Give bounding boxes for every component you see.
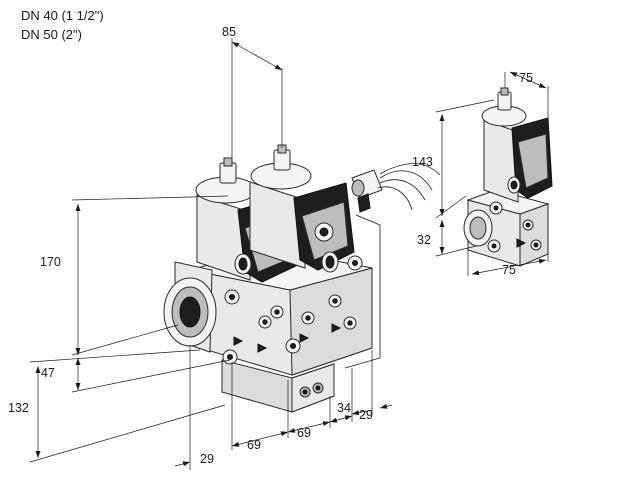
- dim-29-bottom: 29: [200, 452, 214, 466]
- dim-132: 132: [8, 401, 29, 415]
- dim-170: 170: [40, 255, 61, 269]
- plug-connector: [351, 163, 441, 213]
- dim-143: 143: [412, 155, 433, 169]
- dim-75-top: 75: [519, 71, 533, 85]
- dim-75-bottom: 75: [502, 263, 516, 277]
- dim-69-left: 69: [247, 438, 261, 452]
- dim-34: 34: [337, 401, 351, 415]
- single-valve-view: [463, 87, 553, 267]
- solenoid-right: [249, 144, 355, 273]
- dimension-lines: [29, 38, 549, 470]
- title-line-1: DN 40 (1 1/2"): [21, 8, 104, 23]
- dim-69-right: 69: [297, 426, 311, 440]
- dim-32: 32: [417, 233, 431, 247]
- dim-29-right: 29: [359, 408, 373, 422]
- title-line-2: DN 50 (2"): [21, 27, 82, 42]
- main-valve-assembly: [163, 144, 441, 413]
- dim-47: 47: [41, 366, 55, 380]
- dimension-labels: 85 170 47 132 29 69 69 34 29 75 143 32 7…: [8, 25, 533, 466]
- dim-85: 85: [222, 25, 236, 39]
